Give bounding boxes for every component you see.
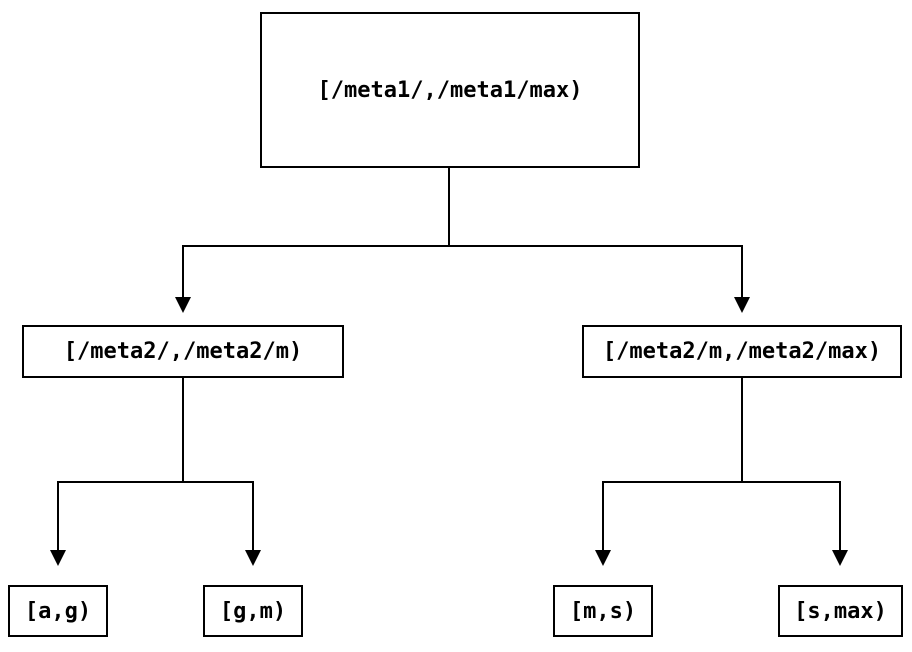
- edge-root-to-right: [741, 245, 743, 298]
- arrowhead-down-icon: [245, 550, 261, 566]
- arrowhead-down-icon: [50, 550, 66, 566]
- node-leaf-m-s: [m,s): [553, 585, 653, 637]
- node-label: [m,s): [569, 598, 637, 624]
- arrowhead-down-icon: [595, 550, 611, 566]
- edge-root-stem: [448, 168, 450, 246]
- node-label: [/meta2/,/meta2/m): [63, 339, 303, 364]
- edge-right-bar: [602, 481, 841, 483]
- node-leaf-g-m: [g,m): [203, 585, 303, 637]
- edge-root-bar: [182, 245, 743, 247]
- node-label: [/meta2/m,/meta2/max): [602, 339, 882, 364]
- arrowhead-down-icon: [175, 297, 191, 313]
- node-meta1-range: [/meta1/,/meta1/max): [260, 12, 640, 168]
- node-meta2-lower-range: [/meta2/,/meta2/m): [22, 325, 344, 378]
- node-leaf-s-max: [s,max): [778, 585, 903, 637]
- node-label: [/meta1/,/meta1/max): [317, 77, 583, 103]
- edge-right-to-leaf-ms: [602, 481, 604, 551]
- node-label: [a,g): [24, 598, 92, 624]
- arrowhead-down-icon: [734, 297, 750, 313]
- arrowhead-down-icon: [832, 550, 848, 566]
- node-meta2-upper-range: [/meta2/m,/meta2/max): [582, 325, 902, 378]
- edge-left-to-leaf-gm: [252, 481, 254, 551]
- node-leaf-a-g: [a,g): [8, 585, 108, 637]
- node-label: [g,m): [219, 598, 287, 624]
- edge-left-bar: [57, 481, 254, 483]
- node-label: [s,max): [794, 598, 887, 624]
- edge-root-to-left: [182, 245, 184, 298]
- edge-left-to-leaf-ag: [57, 481, 59, 551]
- edge-left-stem: [182, 378, 184, 482]
- edge-right-stem: [741, 378, 743, 482]
- edge-right-to-leaf-smax: [839, 481, 841, 551]
